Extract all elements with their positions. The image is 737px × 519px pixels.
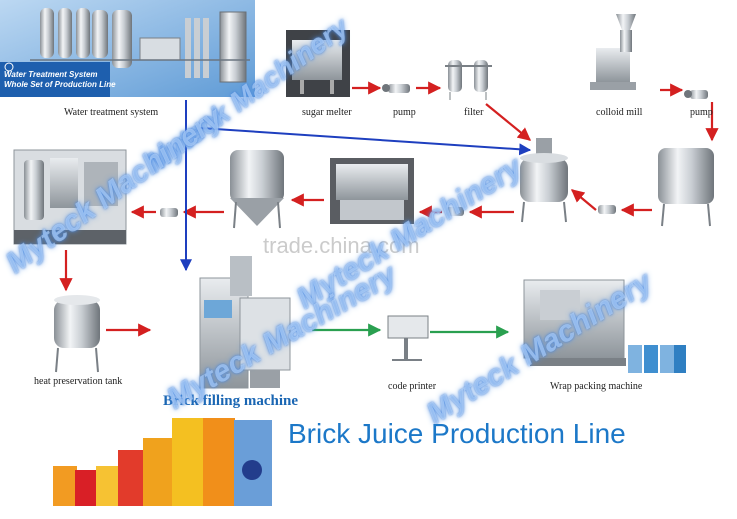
- label-pump-2: pump: [690, 107, 713, 118]
- water-treatment-caption: Water Treatment System Whole Set of Prod…: [4, 70, 116, 90]
- colloid-mill-image: [590, 14, 636, 90]
- water-treatment-system-image: [0, 0, 255, 97]
- blue-line-to-mixer: [199, 127, 532, 156]
- pump-5-image: [160, 208, 178, 217]
- label-water-treatment: Water treatment system: [64, 107, 159, 118]
- label-code-printer: code printer: [388, 381, 437, 392]
- label-brick-filling-machine: Brick filling machine: [163, 393, 298, 409]
- arrow-filter-to-mixer: [485, 103, 532, 141]
- storage-tank-right-image: [658, 148, 714, 227]
- pump-2-image: [684, 90, 708, 99]
- arrow-pump-to-mixer: [570, 189, 597, 211]
- pump-4-image: [446, 207, 464, 216]
- label-sugar-melter: sugar melter: [302, 107, 352, 118]
- page-title: Brick Juice Production Line: [288, 418, 626, 449]
- juice-bricks-image: [53, 418, 272, 506]
- label-colloid-mill: colloid mill: [596, 107, 643, 118]
- water-treatment-caption-line-1: Water Treatment System: [4, 70, 98, 79]
- heat-preservation-tank-image: [54, 295, 100, 373]
- sugar-melter-image: [286, 30, 350, 97]
- label-wrap-packing-machine: Wrap packing machine: [550, 381, 643, 392]
- trade-watermark: trade.china.com: [263, 233, 420, 258]
- pump-1-image: [382, 84, 410, 93]
- label-pump-1: pump: [393, 107, 416, 118]
- pump-3-image: [598, 205, 616, 214]
- brick-filling-machine-image: [199, 256, 291, 389]
- storage-tank-middle-image: [230, 150, 284, 229]
- filter-image: [445, 60, 492, 100]
- water-treatment-caption-line-2: Whole Set of Production Line: [4, 80, 116, 89]
- mixing-tank-image: [520, 138, 568, 223]
- code-printer-image: [387, 315, 429, 361]
- label-heat-preservation-tank: heat preservation tank: [34, 376, 123, 387]
- label-filter: filter: [464, 107, 484, 118]
- wrap-packing-machine-image: [523, 279, 686, 373]
- sterilizer-image: [13, 149, 127, 245]
- homogenizer-image: [330, 158, 414, 224]
